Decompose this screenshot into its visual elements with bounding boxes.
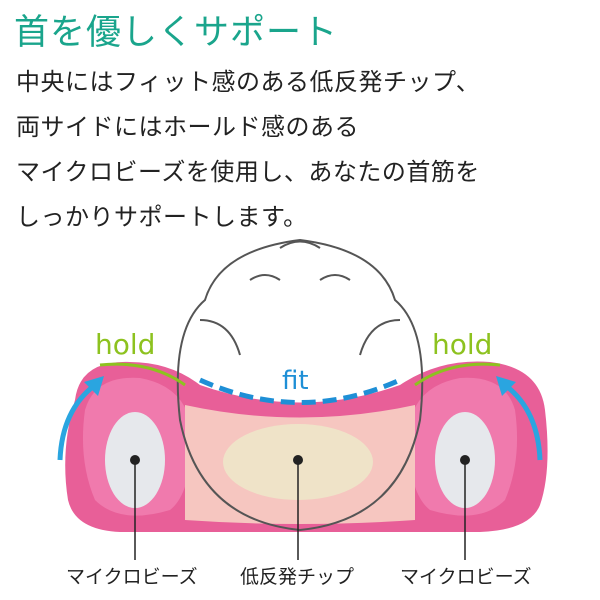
fit-curve	[198, 377, 402, 405]
description-line: しっかりサポートします。	[16, 203, 308, 231]
low-rebound-chip-label: 低反発チップ	[240, 566, 355, 588]
hold-label-left: hold	[95, 328, 156, 361]
description-line: 中央にはフィット感のある低反発チップ、	[16, 68, 481, 96]
fit-label: fit	[282, 366, 309, 396]
arrow-up-left-icon	[57, 383, 97, 461]
microbeads-label-left: マイクロビーズ	[66, 566, 198, 588]
arrow-up-right-icon	[503, 383, 543, 461]
microbeads-label-right: マイクロビーズ	[400, 566, 532, 588]
head-outline	[176, 238, 424, 532]
description-line: 両サイドにはホールド感のある	[16, 113, 359, 141]
page-title: 首を優しくサポート	[14, 13, 339, 53]
description-line: マイクロビーズを使用し、あなたの首筋を	[16, 158, 480, 186]
hold-label-right: hold	[432, 328, 493, 361]
